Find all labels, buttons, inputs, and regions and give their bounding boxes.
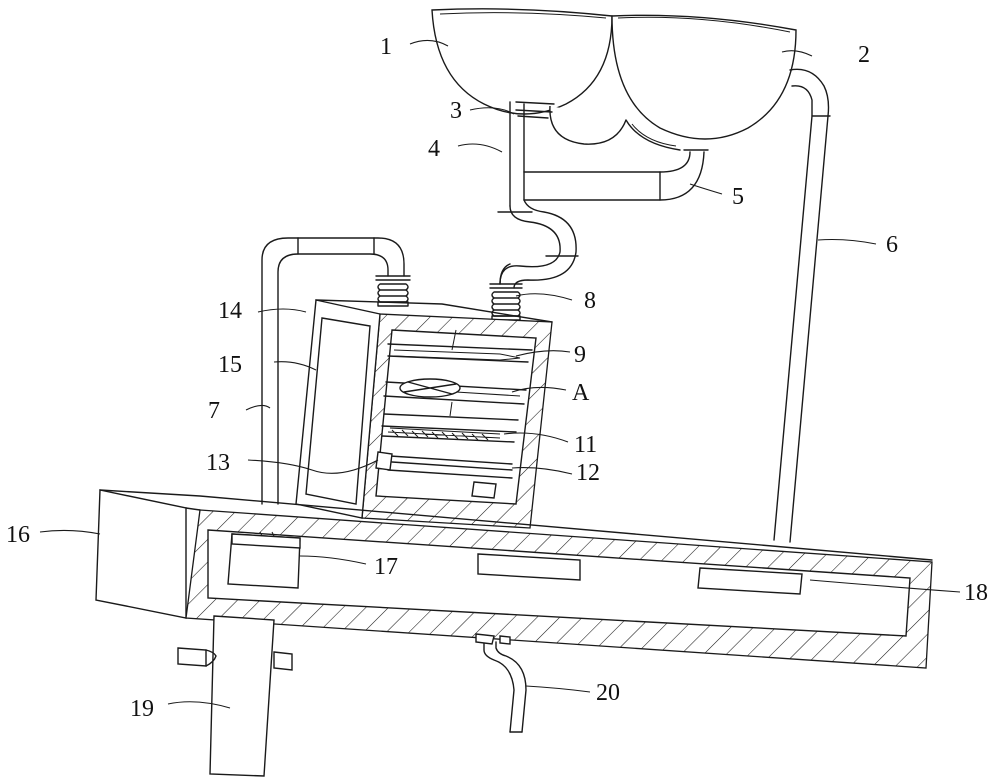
door-panel-15 <box>305 317 371 505</box>
label-9: 9 <box>574 342 586 368</box>
label-6: 6 <box>886 232 898 258</box>
pipe-7 <box>261 237 405 505</box>
label-14: 14 <box>218 298 242 324</box>
label-A: A <box>572 380 590 406</box>
hopper-1 <box>431 8 613 115</box>
blades-A <box>383 378 527 405</box>
pipe-6 <box>773 68 831 543</box>
label-13: 13 <box>206 450 230 476</box>
pump-17 <box>227 531 301 589</box>
label-20: 20 <box>596 680 620 706</box>
label-16: 16 <box>6 522 30 548</box>
base-tank-16 <box>95 489 933 669</box>
label-18: 18 <box>964 580 988 606</box>
pipe-5 <box>523 149 709 201</box>
label-5: 5 <box>732 184 744 210</box>
pipe-4 <box>509 101 525 207</box>
drain-pipe-20 <box>475 633 527 733</box>
box-divider <box>449 329 457 417</box>
leader-lines <box>39 39 961 709</box>
label-1: 1 <box>380 34 392 60</box>
label-12: 12 <box>576 460 600 486</box>
label-11: 11 <box>574 432 597 458</box>
label-8: 8 <box>584 288 596 314</box>
window-18 <box>697 567 803 595</box>
hopper-bulb <box>549 105 681 151</box>
s-bend-pipe <box>497 199 579 289</box>
valve-3 <box>515 101 555 119</box>
support-leg-19 <box>177 615 293 777</box>
label-17: 17 <box>374 554 398 580</box>
hopper-2 <box>611 14 797 140</box>
window-mid <box>477 553 581 581</box>
outlet-13 <box>375 451 497 499</box>
label-19: 19 <box>130 696 154 722</box>
label-3: 3 <box>450 98 462 124</box>
label-15: 15 <box>218 352 242 378</box>
label-4: 4 <box>428 136 440 162</box>
filter-plate-11 <box>381 413 519 443</box>
label-2: 2 <box>858 42 870 68</box>
labels: 1 2 3 4 5 6 8 14 15 9 A 7 11 13 12 16 17… <box>6 34 988 722</box>
filter-plate-9 <box>387 343 533 363</box>
label-7: 7 <box>208 398 220 424</box>
